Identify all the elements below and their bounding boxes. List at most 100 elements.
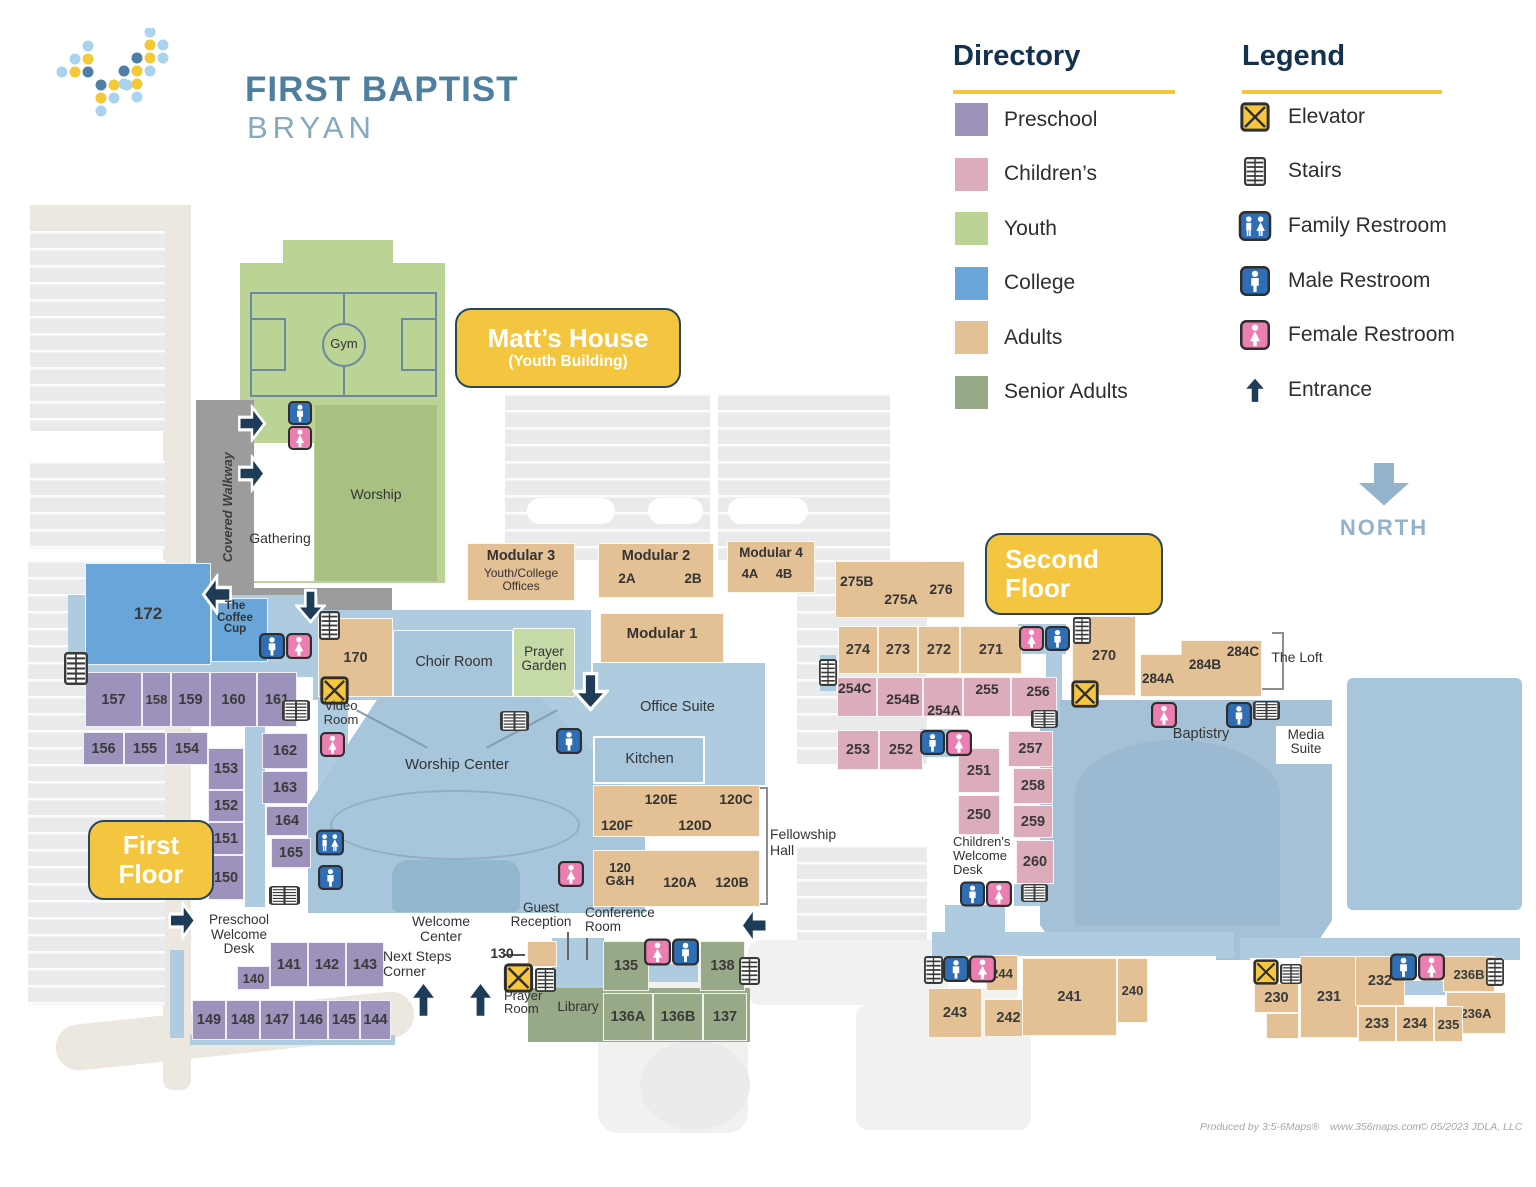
map-label: 4A <box>741 566 759 581</box>
matts-house-label: Matt’s House (Youth Building) <box>455 308 681 388</box>
room-159: 159 <box>171 672 210 727</box>
map-shape <box>640 1040 750 1130</box>
room-144: 144 <box>360 1000 391 1040</box>
map-label: Prayer Room <box>504 988 543 1017</box>
map-label: Choir Room <box>415 654 493 670</box>
female-restroom-icon <box>288 426 312 450</box>
map-shape <box>645 964 698 982</box>
female-restroom-icon <box>969 955 996 983</box>
room-146: 146 <box>294 1000 328 1040</box>
directory-swatch <box>955 266 988 300</box>
directory-title: Directory <box>953 40 1081 72</box>
male-restroom-icon <box>1238 265 1272 296</box>
room-235: 235 <box>1434 1006 1463 1042</box>
map-label: Library <box>557 999 599 1014</box>
room-257: 257 <box>1008 731 1053 767</box>
room-231: 231 <box>1300 956 1358 1038</box>
map-label: © 05/2023 JDLA, LLC <box>1420 1121 1523 1133</box>
matts-house-title: Matt’s House <box>487 323 649 354</box>
directory-swatch <box>955 375 988 409</box>
map-label: 256 <box>1026 683 1050 699</box>
room-272: 272 <box>918 626 960 674</box>
directory-item-label: Preschool <box>1004 107 1098 131</box>
map-label: Fellowship Hall <box>770 826 837 858</box>
directory-rule <box>953 90 1175 94</box>
map-shape <box>728 498 808 524</box>
room-165: 165 <box>271 838 311 868</box>
map-shape <box>1347 678 1522 910</box>
female-restroom-icon <box>644 938 671 966</box>
map-label: Welcome Center <box>411 913 471 944</box>
map-label: 275A <box>884 591 918 607</box>
map-shape <box>505 954 525 956</box>
elevator-icon <box>1071 680 1099 708</box>
map-label: Conference Room <box>585 905 655 935</box>
room-137: 137 <box>703 993 747 1041</box>
room-258: 258 <box>1013 768 1053 804</box>
stairs-icon <box>924 956 943 984</box>
directory-swatch <box>955 103 988 136</box>
female-restroom-icon <box>558 861 584 887</box>
legend-title: Legend <box>1242 40 1346 72</box>
room-271: 271 <box>960 626 1022 674</box>
room-240: 240 <box>1117 958 1148 1023</box>
male-restroom-icon <box>556 728 582 754</box>
legend-item-male-restroom-icon: Male Restroom <box>1238 265 1430 296</box>
room-154: 154 <box>166 732 208 765</box>
elevator-icon <box>1252 959 1280 985</box>
female-restroom-icon <box>986 881 1012 907</box>
map-area <box>877 677 923 717</box>
entrance-arrow-icon <box>465 979 496 1020</box>
map-label: 284A <box>1142 671 1175 686</box>
map-label: Gathering <box>249 530 311 546</box>
map-shape <box>718 393 890 560</box>
family-restroom-icon <box>316 829 344 856</box>
second-floor-label-text: Second Floor <box>1005 544 1099 603</box>
room-253: 253 <box>837 730 879 770</box>
stairs-icon <box>1031 710 1058 728</box>
map-label: 120B <box>715 874 749 890</box>
map-area <box>211 598 268 662</box>
room-158: 158 <box>142 672 171 727</box>
logo-subtitle: BRYAN <box>247 110 376 145</box>
legend-item-label: Entrance <box>1288 377 1373 401</box>
male-restroom-icon <box>672 938 699 966</box>
map-label: Modular 3 <box>486 548 556 564</box>
map-label: 120A <box>663 874 697 890</box>
map-label: Worship <box>350 486 402 502</box>
map-label: Worship Center <box>405 756 509 773</box>
north-arrow-icon <box>1353 463 1415 512</box>
directory-swatch <box>955 157 988 191</box>
stairs-icon <box>64 652 88 685</box>
stairs-icon <box>500 711 529 731</box>
map-shape <box>758 903 767 905</box>
directory-swatch <box>955 212 988 245</box>
entrance-arrow-icon <box>238 454 267 493</box>
female-restroom-icon <box>286 633 312 659</box>
directory-item-children-s: Children’s <box>955 157 1097 191</box>
stairs-icon <box>1253 701 1280 720</box>
map-shape <box>1240 938 1520 960</box>
stairs-icon <box>819 659 837 686</box>
female-restroom-icon <box>320 732 345 757</box>
entrance-arrow-icon <box>739 905 769 946</box>
legend-item-stairs-icon: Stairs <box>1238 156 1342 186</box>
family-restroom-icon <box>1238 211 1272 241</box>
map-area <box>467 543 575 601</box>
logo: FIRST BAPTIST BRYAN <box>55 26 535 148</box>
map-label: 284B <box>1188 657 1222 672</box>
room-153: 153 <box>208 748 244 790</box>
north-label: NORTH <box>1339 515 1429 540</box>
map-label: Gym <box>330 336 358 351</box>
room-260: 260 <box>1016 840 1054 884</box>
map-shape <box>1392 981 1445 995</box>
stairs-icon <box>1238 156 1272 186</box>
map-label: Baptistry <box>1172 726 1230 742</box>
directory-item-label: Adults <box>1004 325 1063 349</box>
map-label: Modular 2 <box>621 548 691 564</box>
room-148: 148 <box>226 1000 260 1040</box>
matts-house-subtitle: (Youth Building) <box>508 352 628 370</box>
map-area <box>600 613 724 663</box>
map-label: Youth/College Offices <box>483 566 559 593</box>
room-149: 149 <box>192 1000 226 1040</box>
